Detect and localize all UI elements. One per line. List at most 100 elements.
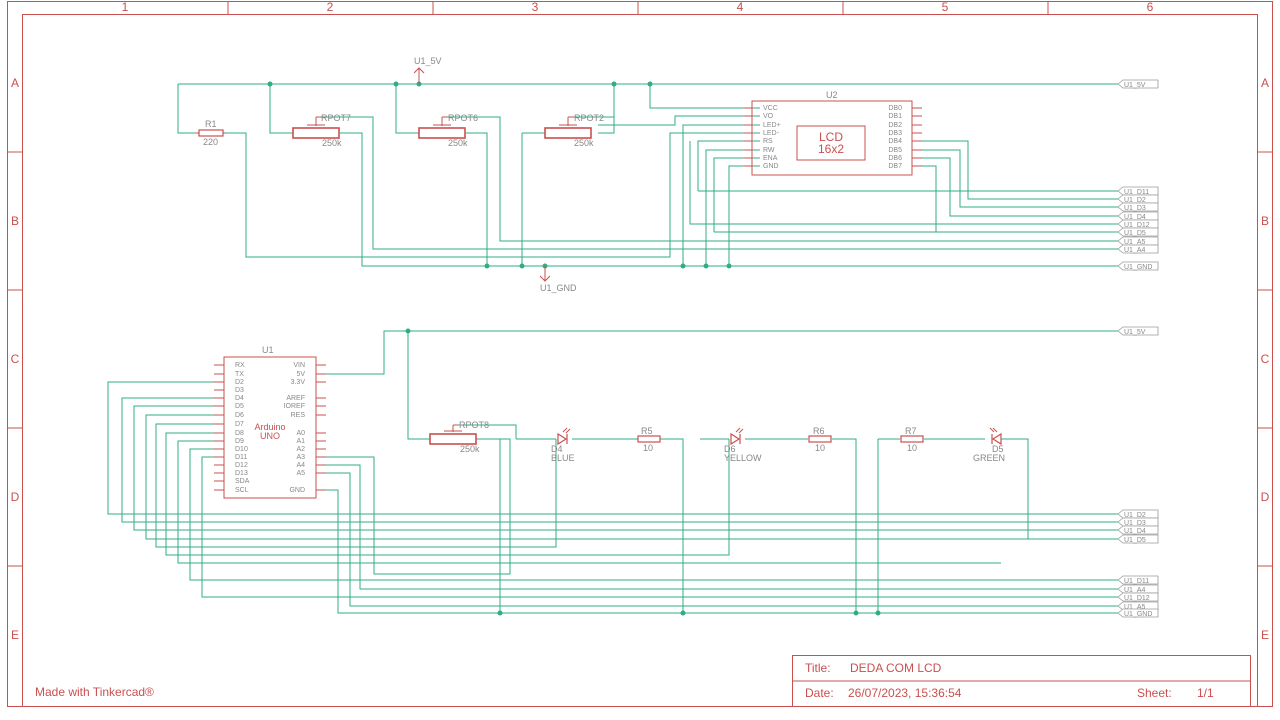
net-tag-label: U1_5V [1124, 329, 1146, 336]
net-tag: U1_A5 [1117, 236, 1159, 246]
vcc-power-symbol [413, 67, 425, 84]
arduino-name-line2: UNO [260, 431, 280, 441]
net-tag: U1_D5 [1117, 534, 1159, 544]
arduino-pin-d11: D11 [235, 454, 247, 461]
led-d4: D4 BLUE [551, 427, 575, 463]
arduino-pin-tx: TX [235, 371, 244, 378]
arduino-pin-d4: D4 [235, 395, 244, 402]
wires [107, 83, 1118, 614]
lcd-pin-db5: DB5 [888, 147, 902, 154]
lcd-pin-db1: DB1 [888, 113, 902, 120]
arduino-pin-d12: D12 [235, 462, 248, 469]
potentiometer-rpot2: RPOT2 250k [544, 113, 604, 148]
net-tag: U1_D4 [1117, 525, 1159, 535]
arduino-pin-gnd: GND [289, 487, 305, 494]
net-tag: U1_D4 [1117, 211, 1159, 221]
made-with-credit: Made with Tinkercad® [35, 685, 154, 699]
net-tags-bottom: U1_5VU1_D2U1_D3U1_D4U1_D5U1_D11U1_A4U1_D… [1117, 326, 1159, 618]
column-label-4: 4 [737, 0, 744, 14]
lcd-pin-db7: DB7 [888, 163, 902, 170]
lcd-pin-vcc: VCC [763, 105, 778, 112]
arduino-pin-d8: D8 [235, 430, 244, 437]
column-label-3: 3 [532, 0, 539, 14]
arduino-pin-aref: AREF [286, 395, 305, 402]
arduino-pin-d9: D9 [235, 438, 244, 445]
arduino-pin-a3: A3 [296, 454, 305, 461]
net-tag: U1_D5 [1117, 227, 1159, 237]
sheet-value: 1/1 [1197, 686, 1214, 700]
lcd-ref: U2 [826, 90, 838, 100]
arduino-pin-a4: A4 [296, 462, 305, 469]
net-tag: U1_D12 [1117, 219, 1159, 229]
led-d6: D6 YELLOW [724, 427, 762, 463]
net-tag-label: U1_D2 [1124, 512, 1146, 519]
potentiometer-rpot6: RPOT6 250k [418, 113, 478, 148]
resistor-r6: R6 10 [808, 426, 832, 453]
net-tag: U1_5V [1117, 79, 1159, 89]
arduino-pin-sda: SDA [235, 478, 250, 485]
resistor-r7-value: 10 [907, 443, 917, 453]
lcd-pin-vo: VO [763, 113, 774, 120]
net-tag: U1_A4 [1117, 584, 1159, 594]
potentiometer-rpot7: RPOT7 250k [292, 113, 351, 148]
net-tag: U1_D2 [1117, 509, 1159, 519]
row-label-a-left: A [11, 76, 19, 90]
net-tag-label: U1_A4 [1124, 587, 1146, 594]
row-label-a-right: A [1261, 76, 1269, 90]
arduino-pin-3v3: 3.3V [291, 379, 306, 386]
net-tag-label: U1_GND [1124, 264, 1152, 271]
net-tag-label: U1_D12 [1124, 222, 1150, 229]
net-tag: U1_D11 [1117, 186, 1159, 196]
net-tag: U1_D3 [1117, 202, 1159, 212]
resistor-r5-ref: R5 [641, 426, 653, 436]
resistor-r7-ref: R7 [905, 426, 917, 436]
resistor-r5-value: 10 [643, 443, 653, 453]
lcd-name-line2: 16x2 [818, 142, 844, 156]
lcd-pin-rs: RS [763, 138, 773, 145]
vcc-label: U1_5V [414, 56, 442, 66]
led-d4-color: BLUE [551, 453, 575, 463]
led-d5-ref: D5 [992, 444, 1004, 454]
lcd-module-u2: U2 LCD 16x2 VCC VO LED+ LED- RS [744, 90, 922, 176]
date-value: 26/07/2023, 15:36:54 [848, 686, 962, 700]
net-tag: U1_GND [1117, 261, 1159, 271]
net-tag-label: U1_5V [1124, 82, 1146, 89]
frame-border [7, 1, 1273, 707]
title-block: Title: DEDA COM LCD Date: 26/07/2023, 15… [792, 655, 1251, 707]
arduino-pin-a5: A5 [296, 470, 305, 477]
resistor-r1: R1 220 [196, 119, 226, 147]
net-tag-label: U1_D11 [1124, 189, 1149, 196]
resistor-r7: R7 10 [900, 426, 924, 453]
arduino-pin-d10: D10 [235, 446, 248, 453]
lcd-pin-db0: DB0 [888, 105, 902, 112]
lcd-pin-ena: ENA [763, 155, 778, 162]
led-d6-ref: D6 [724, 444, 736, 454]
resistor-r1-ref: R1 [205, 119, 217, 129]
net-tag-label: U1_A5 [1124, 604, 1146, 611]
arduino-ref: U1 [262, 345, 274, 355]
arduino-pin-scl: SCL [235, 487, 249, 494]
net-tag-label: U1_D4 [1124, 214, 1146, 221]
row-label-e-right: E [1261, 628, 1269, 642]
net-tag-label: U1_D5 [1124, 230, 1146, 237]
net-tag-label: U1_D11 [1124, 578, 1149, 585]
row-label-b-left: B [11, 214, 19, 228]
column-label-5: 5 [942, 0, 949, 14]
row-label-c-right: C [1261, 352, 1270, 366]
led-d6-color: YELLOW [724, 453, 762, 463]
net-tag: U1_D2 [1117, 194, 1159, 204]
arduino-pin-a2: A2 [296, 446, 305, 453]
led-d4-ref: D4 [551, 444, 563, 454]
title-value: DEDA COM LCD [850, 661, 942, 675]
lcd-pin-led-minus: LED- [763, 130, 780, 137]
arduino-pin-5v: 5V [296, 371, 305, 378]
net-tag: U1_A4 [1117, 244, 1159, 254]
arduino-pin-d7: D7 [235, 421, 244, 428]
lcd-pin-gnd: GND [763, 163, 779, 170]
arduino-pin-vin: VIN [293, 362, 305, 369]
lcd-pin-db4: DB4 [888, 138, 902, 145]
resistor-r1-value: 220 [203, 137, 218, 147]
lcd-pin-db3: DB3 [888, 130, 902, 137]
arduino-pin-res: RES [291, 412, 306, 419]
